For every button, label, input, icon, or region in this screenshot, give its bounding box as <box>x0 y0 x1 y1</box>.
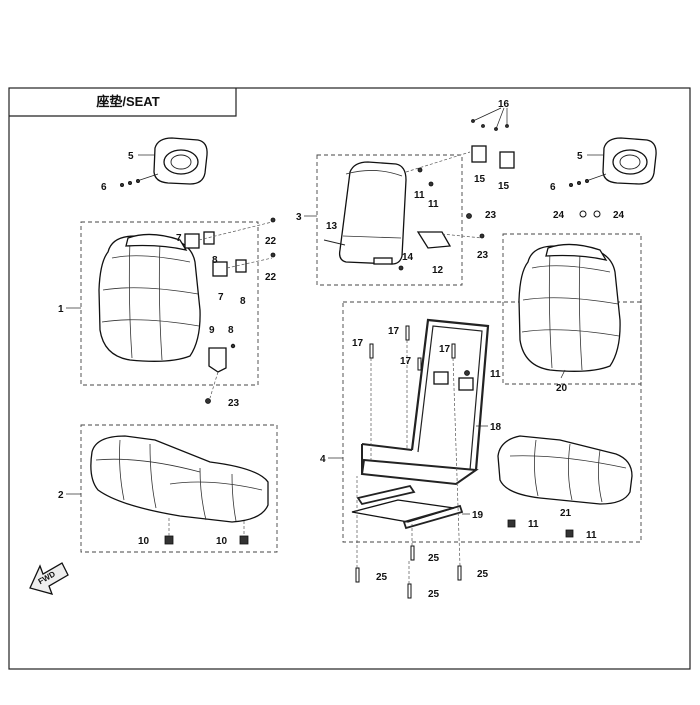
callout-11-frame: 11 <box>490 369 501 380</box>
callout-1: 1 <box>58 304 64 315</box>
callout-5-right: 5 <box>577 151 583 162</box>
callout-19: 19 <box>472 510 484 521</box>
callout-8-low: 8 <box>228 325 234 336</box>
cushion-right <box>497 435 633 538</box>
callout-10-right: 10 <box>216 536 228 547</box>
callout-7-top: 7 <box>176 233 182 244</box>
backrest-right <box>518 243 621 372</box>
callout-11-cushion-b: 11 <box>586 530 597 541</box>
callout-12: 12 <box>432 265 444 276</box>
group-box-backrest-right <box>502 233 642 385</box>
head-pad-right <box>569 137 657 187</box>
callout-6-left: 6 <box>101 182 107 193</box>
callout-23-mid: 23 <box>477 250 489 261</box>
long-bolts <box>355 325 462 599</box>
callout-9: 9 <box>209 325 215 336</box>
callout-labels: 1 2 3 4 5 5 6 6 7 7 8 8 8 9 10 10 11 11 … <box>58 99 625 600</box>
seat-frame <box>360 318 490 486</box>
callout-11-cushion-a: 11 <box>528 519 539 530</box>
callout-20: 20 <box>556 383 568 394</box>
callout-13: 13 <box>326 221 338 232</box>
callout-11-headrest: 11 <box>414 190 425 201</box>
headrest-brackets <box>398 119 515 271</box>
backrest-left <box>98 233 201 362</box>
callout-15-left: 15 <box>474 174 486 185</box>
headrest-back-panel <box>323 161 407 265</box>
callout-21: 21 <box>560 508 572 519</box>
group-box-headrest-back <box>316 154 463 286</box>
callout-22-top: 22 <box>265 236 277 247</box>
callout-15-right: 15 <box>498 181 510 192</box>
callout-11-headrest-2: 11 <box>428 199 439 210</box>
callout-24-left: 24 <box>553 210 565 221</box>
callout-22-bottom: 22 <box>265 272 277 283</box>
backrest-brackets-left <box>184 217 276 404</box>
group-box-frame-assembly <box>342 301 642 543</box>
group-box-cushion-left <box>80 424 278 553</box>
callout-8-top: 8 <box>212 255 218 266</box>
callout-25-c: 25 <box>428 589 440 600</box>
callout-6-right: 6 <box>550 182 556 193</box>
callout-5-left: 5 <box>128 151 134 162</box>
outer-frame <box>8 87 691 670</box>
callout-24-right: 24 <box>613 210 625 221</box>
callout-16: 16 <box>498 99 510 110</box>
callout-17-a: 17 <box>352 338 364 349</box>
callout-25-d: 25 <box>477 569 489 580</box>
spacer-rings <box>579 210 601 218</box>
callout-4: 4 <box>320 454 326 465</box>
callout-18: 18 <box>490 422 502 433</box>
head-pad-left <box>120 137 208 187</box>
callout-14: 14 <box>402 252 414 263</box>
fwd-arrow-icon: FWD <box>29 562 69 595</box>
callout-25-a: 25 <box>428 553 440 564</box>
callout-17-c: 17 <box>400 356 412 367</box>
seat-rails <box>351 484 464 530</box>
leader-lines <box>66 107 603 515</box>
group-box-backrest-left <box>80 221 259 386</box>
cushion-left <box>90 435 269 545</box>
callout-3: 3 <box>296 212 302 223</box>
title-box <box>9 88 237 117</box>
callout-23-left: 23 <box>228 398 240 409</box>
callout-8-mid: 8 <box>240 296 246 307</box>
callout-2: 2 <box>58 490 64 501</box>
diagram-title: 座垫/SEAT <box>95 94 159 109</box>
callout-23-top: 23 <box>485 210 497 221</box>
callout-25-b: 25 <box>376 572 388 583</box>
callout-10-left: 10 <box>138 536 150 547</box>
callout-17-d: 17 <box>439 344 451 355</box>
callout-7-bottom: 7 <box>218 292 224 303</box>
callout-17-b: 17 <box>388 326 400 337</box>
